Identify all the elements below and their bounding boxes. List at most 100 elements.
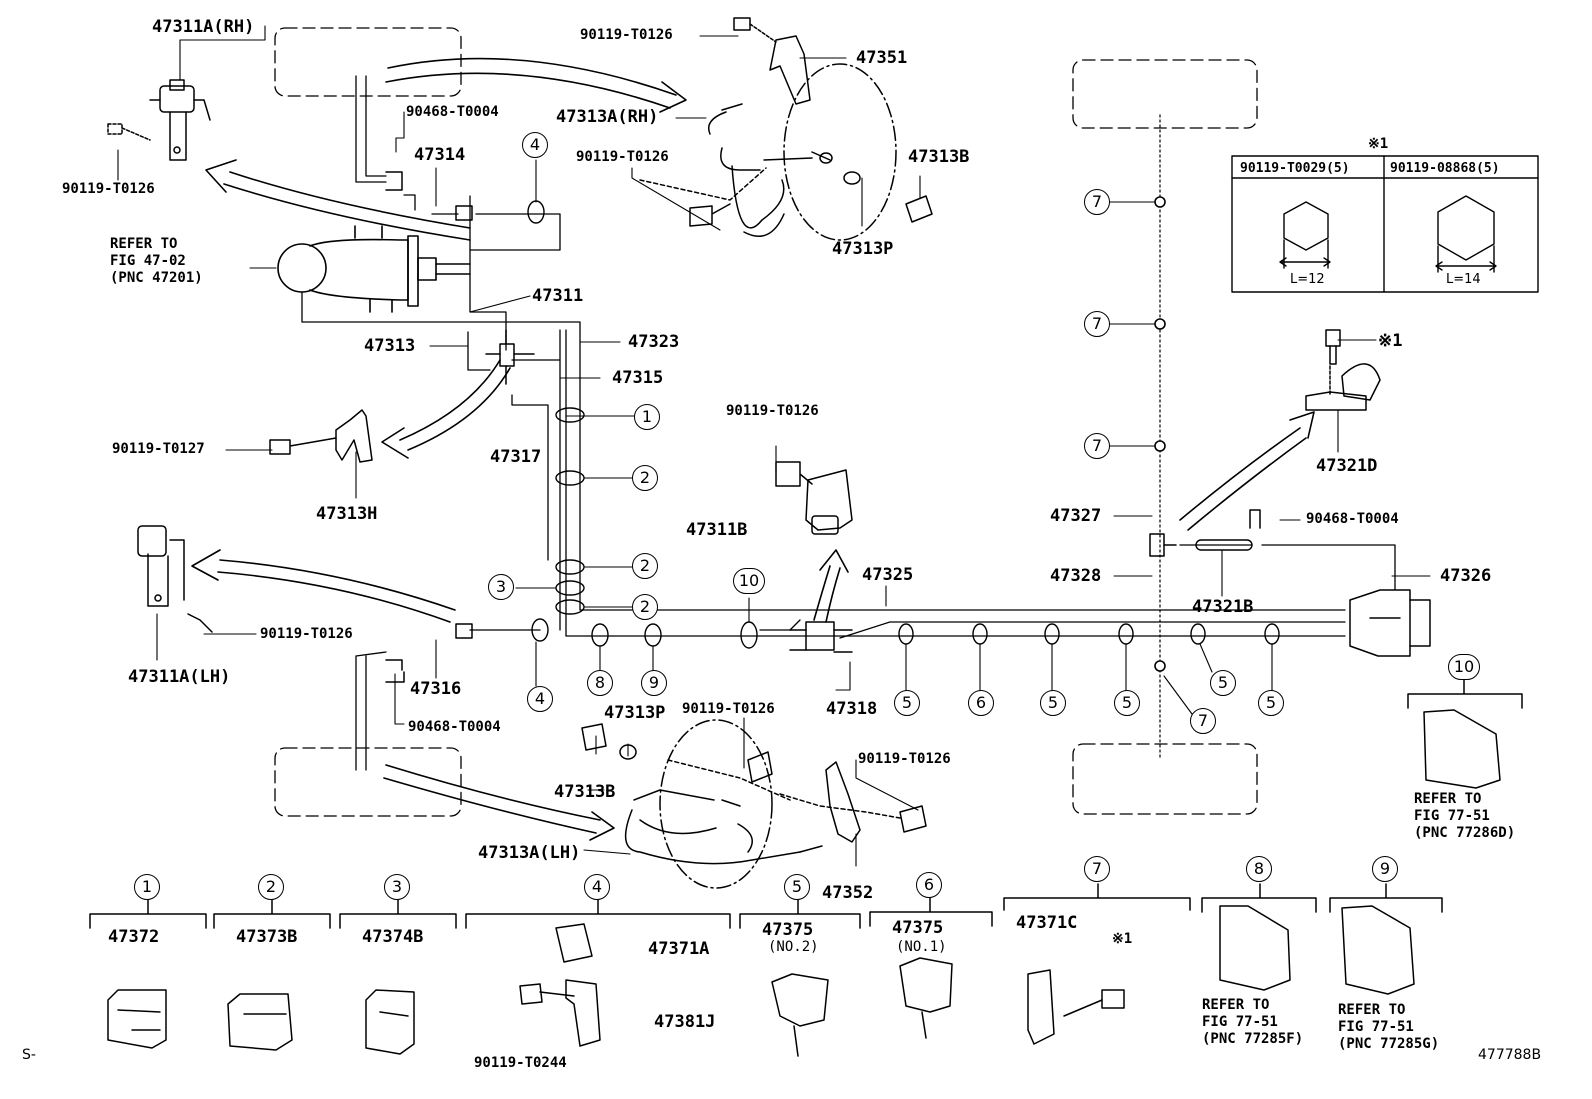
legend-num-2: 2 xyxy=(258,874,284,900)
label-47313p-bot: 47313P xyxy=(604,703,666,723)
legend-num-3: 3 xyxy=(384,874,410,900)
direction-arrows xyxy=(191,57,1315,841)
label-mark1-bolt: ※1 xyxy=(1378,331,1403,351)
label-90468-t0004-right: 90468-T0004 xyxy=(1306,511,1399,527)
callout-2c: 2 xyxy=(632,594,658,620)
label-90119-t0126-bot1: 90119-T0126 xyxy=(682,701,775,717)
legend-sub-5: (NO.2) xyxy=(768,939,819,955)
table-mark: ※1 xyxy=(1368,136,1389,152)
callout-10-mid: 10 xyxy=(733,568,765,594)
label-47352: 47352 xyxy=(822,883,874,903)
leader-lines xyxy=(117,25,1431,867)
brake-tubes xyxy=(301,75,1396,771)
callout-2a: 2 xyxy=(632,465,658,491)
legend-bolt-4: 90119-T0244 xyxy=(474,1055,567,1071)
refer-fig-47-02: REFER TO FIG 47-02 (PNC 47201) xyxy=(110,236,203,286)
callout-5e: 5 xyxy=(1258,690,1284,716)
callout-5c: 5 xyxy=(1114,690,1140,716)
refer-fig-77-51-d: REFER TO FIG 77-51 (PNC 77286D) xyxy=(1414,791,1516,841)
legend-part-4a: 47371A xyxy=(648,939,710,959)
label-90119-t0127: 90119-T0127 xyxy=(112,441,205,457)
legend-num-5: 5 xyxy=(784,874,810,900)
callout-7a: 7 xyxy=(1084,189,1110,215)
legend-num-7: 7 xyxy=(1084,856,1110,882)
master-cylinder xyxy=(277,225,471,313)
callout-7-low: 7 xyxy=(1190,708,1216,734)
legend-num-9: 9 xyxy=(1372,856,1398,882)
label-47313: 47313 xyxy=(364,336,416,356)
label-47318: 47318 xyxy=(826,699,878,719)
label-47325: 47325 xyxy=(862,565,914,585)
legend-part-5: 47375 xyxy=(762,920,814,940)
label-47326: 47326 xyxy=(1440,566,1492,586)
legend-refer-9: REFER TO FIG 77-51 (PNC 77285G) xyxy=(1338,1002,1440,1052)
table-l2: L=14 xyxy=(1446,272,1481,287)
label-47313b-top: 47313B xyxy=(908,147,970,167)
label-90468-t0004-lh: 90468-T0004 xyxy=(408,719,501,735)
callout-8: 8 xyxy=(587,670,613,696)
callout-7c: 7 xyxy=(1084,433,1110,459)
label-47317: 47317 xyxy=(490,447,542,467)
legend-part-1: 47372 xyxy=(108,927,160,947)
callout-5d: 5 xyxy=(1210,670,1236,696)
legend-sub-6: (NO.1) xyxy=(896,939,947,955)
corner-mark: S- xyxy=(22,1047,36,1063)
label-47311a-rh: 47311A(RH) xyxy=(152,17,255,37)
callout-4-top: 4 xyxy=(522,132,548,158)
label-47311a-lh: 47311A(LH) xyxy=(128,667,231,687)
label-47311: 47311 xyxy=(532,286,584,306)
label-47316: 47316 xyxy=(410,679,462,699)
callout-10-right: 10 xyxy=(1448,654,1480,680)
label-47313a-rh: 47313A(RH) xyxy=(556,107,659,127)
table-col1: 90119-T0029(5) xyxy=(1240,161,1350,176)
callout-9: 9 xyxy=(641,670,667,696)
callout-2b: 2 xyxy=(632,553,658,579)
callout-5a: 5 xyxy=(894,690,920,716)
label-47327: 47327 xyxy=(1050,506,1102,526)
legend-part-6: 47375 xyxy=(892,918,944,938)
callout-1: 1 xyxy=(634,404,660,430)
clip-dots xyxy=(1154,196,1166,672)
phantom-boxes xyxy=(274,27,1258,817)
label-90468-t0004-top: 90468-T0004 xyxy=(406,104,499,120)
label-47321b: 47321B xyxy=(1192,597,1254,617)
legend-part-4b: 47381J xyxy=(654,1012,716,1032)
label-47313b-bot: 47313B xyxy=(554,782,616,802)
legend-part-3: 47374B xyxy=(362,927,424,947)
legend-num-8: 8 xyxy=(1246,856,1272,882)
label-47313p-top: 47313P xyxy=(832,239,894,259)
legend-part-2: 47373B xyxy=(236,927,298,947)
label-47311b: 47311B xyxy=(686,520,748,540)
label-47351: 47351 xyxy=(856,48,908,68)
callout-3: 3 xyxy=(488,574,514,600)
label-90119-t0126-bot2: 90119-T0126 xyxy=(858,751,951,767)
label-90119-t0126-top: 90119-T0126 xyxy=(580,27,673,43)
label-47313a-lh: 47313A(LH) xyxy=(478,843,581,863)
label-47314: 47314 xyxy=(414,145,466,165)
label-47321d: 47321D xyxy=(1316,456,1378,476)
callout-6: 6 xyxy=(968,690,994,716)
label-90119-t0126-center: 90119-T0126 xyxy=(726,403,819,419)
label-47313h: 47313H xyxy=(316,504,378,524)
callout-5b: 5 xyxy=(1040,690,1066,716)
size-table xyxy=(1231,155,1539,293)
legend-num-4: 4 xyxy=(584,874,610,900)
callout-4-mid: 4 xyxy=(527,686,553,712)
callout-7b: 7 xyxy=(1084,311,1110,337)
legend-num-6: 6 xyxy=(916,872,942,898)
legend-mark-7: ※1 xyxy=(1112,931,1133,947)
legend-num-1: 1 xyxy=(134,874,160,900)
label-90119-t0126-lh: 90119-T0126 xyxy=(260,626,353,642)
table-col2: 90119-08868(5) xyxy=(1390,161,1500,176)
label-47323: 47323 xyxy=(628,332,680,352)
label-90119-t0126-tl: 90119-T0126 xyxy=(62,181,155,197)
label-47328: 47328 xyxy=(1050,566,1102,586)
label-47315: 47315 xyxy=(612,368,664,388)
legend-part-7: 47371C xyxy=(1016,913,1078,933)
table-l1: L=12 xyxy=(1290,272,1325,287)
diagram-id: 477788B xyxy=(1478,1047,1542,1063)
label-90119-t0126-mid: 90119-T0126 xyxy=(576,149,669,165)
legend-refer-8: REFER TO FIG 77-51 (PNC 77285F) xyxy=(1202,997,1304,1047)
